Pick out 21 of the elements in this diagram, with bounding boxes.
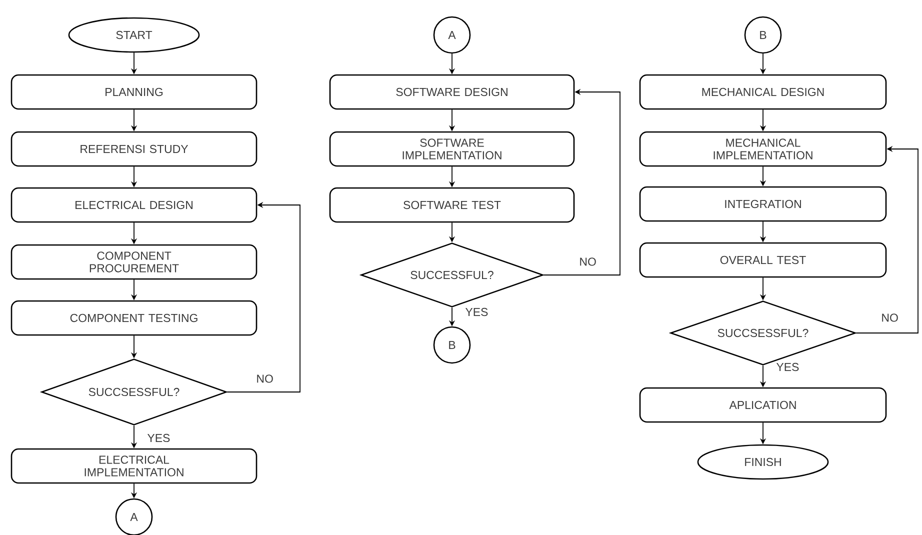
- process-box: MECHANICAL IMPLEMENTATION: [639, 131, 887, 167]
- edge-label: YES: [146, 432, 172, 444]
- process-box: COMPONENT TESTING: [10, 300, 258, 336]
- edge-label: NO: [255, 374, 274, 384]
- process-box: ELECTRICAL DESIGN: [10, 187, 258, 223]
- edge-label: NO: [880, 312, 900, 323]
- terminal-oval: START: [68, 17, 200, 53]
- terminal-oval: FINISH: [697, 444, 829, 480]
- process-box: MECHANICAL DESIGN: [639, 74, 887, 110]
- process-box: SOFTWARE TEST: [329, 187, 575, 223]
- edge-label: YES: [464, 306, 490, 318]
- process-box: COMPONENT PROCUREMENT: [10, 244, 258, 280]
- process-box: INTEGRATION: [639, 186, 887, 222]
- process-box: OVERALL TEST: [639, 242, 887, 278]
- process-box: SOFTWARE IMPLEMENTATION: [329, 131, 575, 167]
- edge-label: NO: [578, 256, 598, 267]
- process-box: ELECTRICAL IMPLEMENTATION: [10, 448, 258, 484]
- process-box: PLANNING: [10, 74, 258, 110]
- process-box: SOFTWARE DESIGN: [329, 74, 575, 110]
- process-box: APLICATION: [639, 387, 887, 423]
- process-box: REFERENSI STUDY: [10, 131, 258, 167]
